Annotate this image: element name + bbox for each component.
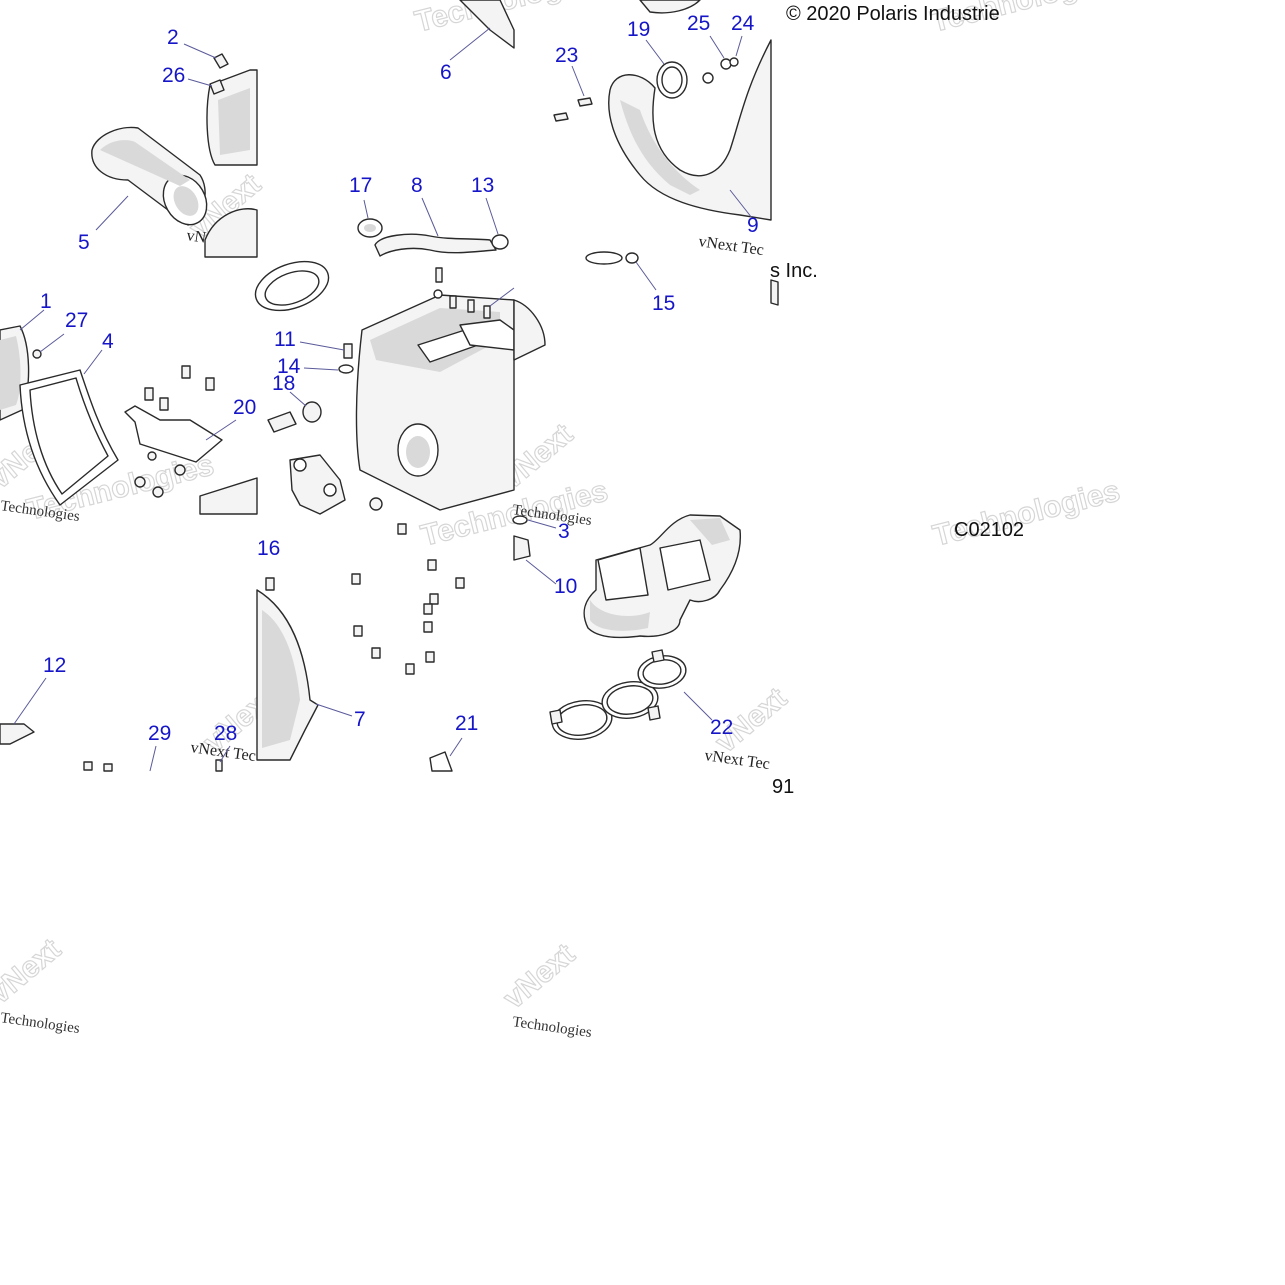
lower-airbox-group [256, 523, 465, 772]
tile6-group [513, 251, 779, 361]
sensor-part [513, 535, 531, 561]
callout-26: 26 [162, 64, 185, 87]
callout-18: 18 [272, 372, 295, 395]
callout-12: 12 [43, 654, 66, 677]
callout-8: 8 [411, 174, 423, 197]
callout-14: 14 [277, 355, 301, 378]
bolt-part [553, 112, 569, 122]
callout-21: 21 [455, 712, 478, 735]
foam-part [0, 723, 35, 745]
tile7-group [0, 723, 223, 772]
screw-part [213, 53, 229, 69]
callout-25: 25 [687, 12, 710, 35]
drawing-number-tail: 91 [772, 776, 794, 798]
bolts-lower [265, 523, 465, 675]
callout-numbers: 1 2 3 4 5 6 7 8 9 10 11 12 13 14 15 16 1… [40, 12, 759, 745]
callout-13: 13 [471, 174, 494, 197]
air-filter-group [91, 53, 258, 258]
drawing-number: C02102 [954, 519, 1024, 541]
washer-part [338, 364, 354, 374]
callout-4: 4 [102, 330, 114, 353]
intake-elbow-part [608, 39, 772, 221]
callout-10: 10 [554, 575, 577, 598]
callout-1: 1 [40, 290, 52, 313]
callout-22: 22 [710, 716, 733, 739]
bracket-part [124, 405, 223, 463]
filter-cover-group [0, 325, 258, 515]
watermark-vnext: vNext [497, 938, 581, 1016]
watermark-company-small: Technologies [0, 1010, 81, 1037]
callout-29: 29 [148, 722, 171, 745]
callout-28: 28 [214, 722, 237, 745]
callout-2: 2 [167, 26, 179, 49]
y-duct-group [512, 514, 742, 740]
hose-part [374, 233, 497, 257]
callout-6: 6 [440, 61, 452, 84]
watermark-line: vNext Tec [697, 233, 764, 259]
copyright-text: © 2020 Polaris Industrie [786, 3, 1000, 25]
bolt-part [181, 365, 191, 379]
callout-20: 20 [233, 396, 256, 419]
callout-9: 9 [747, 214, 759, 237]
grommet-part [302, 401, 322, 423]
o-ring-part [512, 515, 528, 525]
callout-11: 11 [274, 328, 296, 351]
callout-19: 19 [627, 18, 650, 41]
bolt-part [144, 387, 154, 401]
clamp-part [491, 234, 509, 250]
bolt-part [159, 397, 169, 411]
callout-7: 7 [354, 708, 366, 731]
watermark-company-small: Technologies [511, 1014, 592, 1041]
hose-group [357, 0, 515, 257]
callout-17: 17 [349, 174, 372, 197]
sensor-part [267, 411, 297, 433]
watermark-technologies: Technologies [930, 475, 1123, 553]
clip-part [209, 79, 225, 95]
callout-3: 3 [558, 520, 570, 543]
bolt-part [205, 377, 215, 391]
bolt-part [577, 97, 593, 107]
air-filter-part [91, 126, 208, 226]
bolt-part [343, 343, 353, 359]
fastener-part [32, 349, 42, 359]
callout-23: 23 [555, 44, 578, 67]
airbox-group [254, 260, 515, 515]
copyright-text-tail: s Inc. [770, 260, 818, 282]
washer-part [702, 72, 714, 84]
duct-part [459, 0, 515, 49]
duct-outlet-part [513, 299, 546, 361]
callout-24: 24 [731, 12, 755, 35]
callout-15: 15 [652, 292, 675, 315]
watermark-line: vNext Tec [703, 747, 770, 773]
intake-elbow-group [553, 0, 772, 221]
callout-5: 5 [78, 231, 90, 254]
callout-27: 27 [65, 309, 88, 332]
callout-16: 16 [257, 537, 280, 560]
watermark-vnext: vNext [0, 933, 67, 1011]
washer-part [720, 58, 732, 70]
